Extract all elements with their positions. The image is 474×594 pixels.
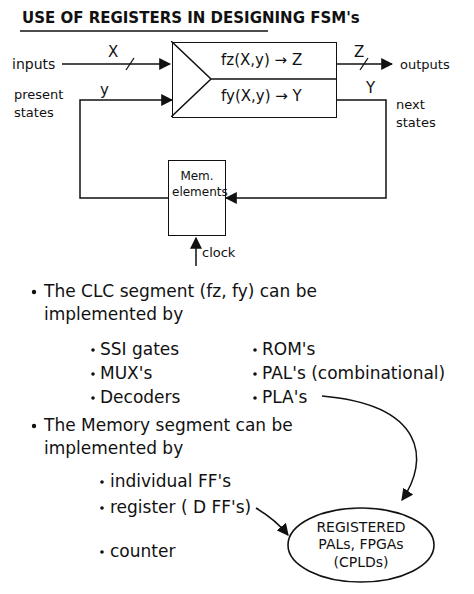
label: SSI gates (100, 338, 179, 361)
label: ROM's (262, 338, 315, 361)
bullet (91, 396, 95, 400)
bullet (100, 480, 104, 484)
label: X (108, 42, 118, 62)
bullet (91, 372, 95, 376)
bullet (32, 424, 36, 428)
title-underline (20, 30, 268, 32)
label: Y (366, 78, 375, 98)
label: The CLC segment (fz, fy) can be implemen… (44, 280, 429, 326)
feedback-connector (226, 100, 386, 198)
oval-node: REGISTERED PALs, FPGAs (CPLDs) (286, 506, 436, 584)
bullet (253, 348, 257, 352)
logic-box: fz(X,y) → Z fy(X,y) → Y (172, 42, 337, 118)
feedback-connector (80, 100, 172, 198)
label: counter (110, 540, 175, 563)
label: register ( D FF's) (110, 496, 251, 519)
node-text: Mem. elements (172, 169, 222, 200)
label: outputs (400, 56, 450, 74)
label: PLA's (262, 386, 307, 409)
label: Decoders (100, 386, 180, 409)
bullet (253, 396, 257, 400)
label: clock (202, 244, 235, 262)
bus-slash (126, 58, 134, 70)
label: inputs (12, 55, 55, 74)
leader-arrow (256, 508, 288, 535)
memory-box: Mem. elements (168, 160, 226, 236)
node-text: fz(X,y) → Z (221, 51, 302, 69)
label: next states (396, 96, 458, 131)
label: individual FF's (110, 470, 231, 493)
label: Z (354, 42, 364, 62)
node-text: REGISTERED PALs, FPGAs (CPLDs) (308, 519, 414, 572)
label: MUX's (100, 362, 152, 385)
clock-wire (195, 238, 197, 266)
bullet (32, 290, 36, 294)
input-wire (62, 63, 170, 65)
label: The Memory segment can be implemented by (44, 414, 374, 460)
label: y (100, 80, 109, 100)
leader-arrow (322, 396, 417, 500)
label: PAL's (combinational) (262, 362, 445, 385)
label: present states (14, 86, 74, 121)
title: USE OF REGISTERS IN DESIGNING FSM's (22, 8, 360, 28)
bullet (253, 372, 257, 376)
node-text: fy(X,y) → Y (221, 87, 302, 105)
bullet (100, 506, 104, 510)
bullet (100, 550, 104, 554)
bullet (91, 348, 95, 352)
